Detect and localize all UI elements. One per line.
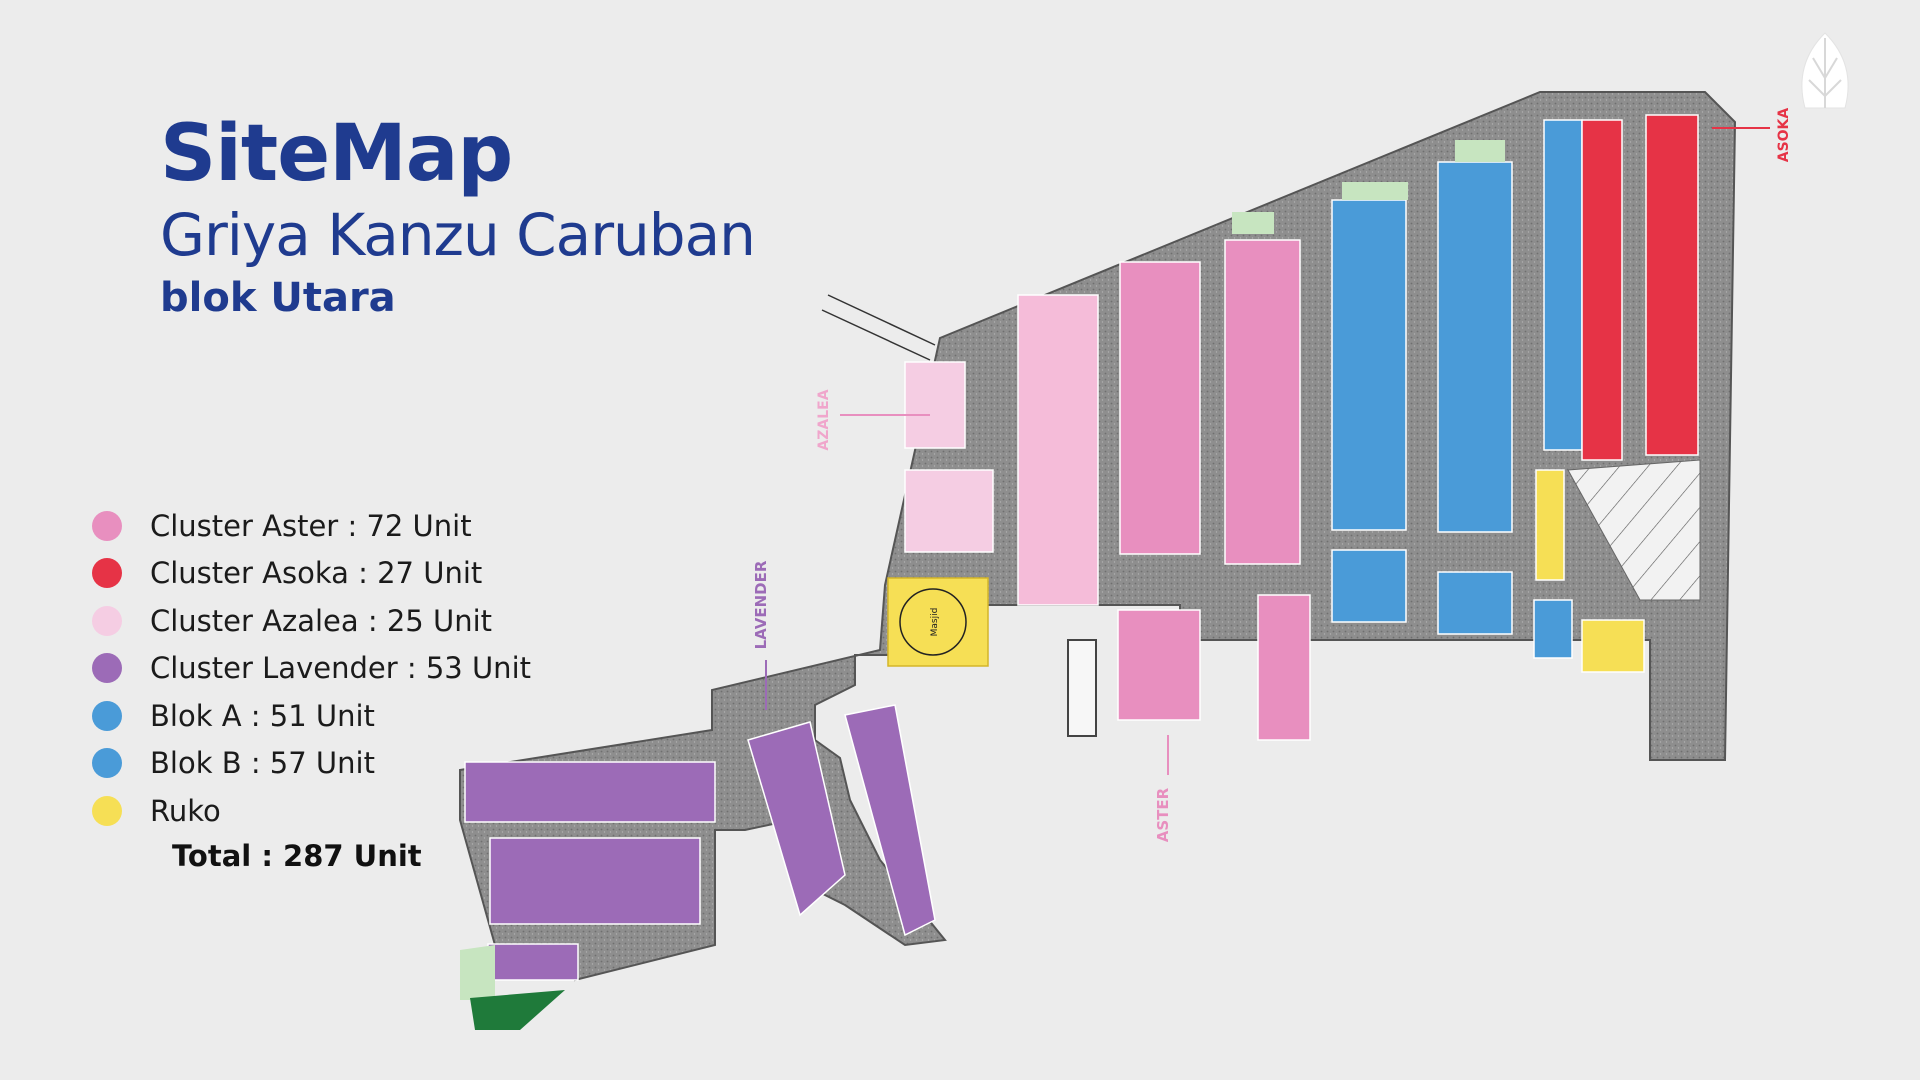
page-title: SiteMap [160, 109, 513, 199]
legend-swatch [92, 605, 122, 636]
legend-total: Total : 287 Unit [172, 838, 422, 873]
lavender-block [489, 837, 701, 925]
aster-column [1224, 239, 1301, 565]
legend-swatch [92, 700, 122, 731]
green-space [1342, 182, 1408, 200]
azalea-block [904, 361, 966, 449]
green-space [1067, 639, 1097, 737]
lavender-block [464, 761, 716, 823]
legend-label: Ruko [150, 793, 221, 828]
azalea-block [904, 469, 994, 553]
lavender-direction-label: LAVENDER [752, 560, 770, 649]
masjid-label: Masjid [930, 608, 940, 637]
ruko-block [1535, 469, 1565, 581]
aster-direction-label: ASTER [1154, 787, 1172, 842]
legend-item-blok-a: Blok A : 51 Unit [92, 692, 531, 740]
azalea-direction-label: AZALEA [816, 389, 832, 450]
green-space [1455, 140, 1505, 162]
ruko-block [1581, 619, 1645, 673]
legend-label: Blok A : 51 Unit [150, 698, 375, 733]
legend-swatch [92, 558, 122, 589]
page-subtitle: Griya Kanzu Caruban [160, 201, 756, 269]
blok-a-column [1437, 161, 1513, 533]
asoka-column [1581, 119, 1623, 461]
legend-swatch [92, 510, 122, 541]
asoka-column [1645, 114, 1699, 456]
blok-b-column [1331, 549, 1407, 623]
legend-label: Cluster Aster : 72 Unit [150, 508, 472, 543]
legend-swatch [92, 748, 122, 779]
legend-label: Cluster Azalea : 25 Unit [150, 603, 493, 638]
green-space [1232, 212, 1274, 234]
legend-label: Cluster Asoka : 27 Unit [150, 556, 483, 591]
legend-swatch [92, 795, 122, 826]
masjid-area [887, 577, 989, 667]
access-road-line [821, 309, 931, 361]
access-road-line [827, 294, 936, 346]
open-area-hatched [1567, 459, 1701, 601]
legend: Cluster Aster : 72 Unit Cluster Asoka : … [92, 502, 531, 873]
legend-item-blok-b: Blok B : 57 Unit [92, 740, 531, 788]
title-block: SiteMap Griya Kanzu Caruban blok Utara [160, 109, 756, 324]
legend-item-asoka: Cluster Asoka : 27 Unit [92, 550, 531, 598]
green-space [470, 990, 565, 1030]
legend-swatch [92, 653, 122, 684]
aster-column [1017, 294, 1099, 606]
legend-label: Cluster Lavender : 53 Unit [150, 651, 531, 686]
blok-b-column [1331, 199, 1407, 531]
lavender-block [487, 943, 579, 981]
lavender-block [747, 721, 846, 917]
legend-item-azalea: Cluster Azalea : 25 Unit [92, 597, 531, 645]
brand-logo-icon [1801, 32, 1849, 109]
aster-column [1119, 261, 1201, 555]
legend-item-lavender: Cluster Lavender : 53 Unit [92, 645, 531, 693]
blok-a-block [1533, 599, 1573, 659]
legend-item-aster: Cluster Aster : 72 Unit [92, 502, 531, 550]
asoka-direction-label: ASOKA [1776, 108, 1792, 163]
legend-label: Blok B : 57 Unit [150, 746, 375, 781]
masjid-dome [899, 588, 967, 656]
aster-block-south [1257, 594, 1311, 741]
legend-item-ruko: Ruko [92, 787, 531, 835]
aster-block-south [1117, 609, 1201, 721]
blok-a-column [1437, 571, 1513, 635]
lavender-block [844, 704, 936, 937]
block-label: blok Utara [160, 274, 396, 321]
green-space [460, 945, 495, 1000]
blok-a-column [1543, 119, 1583, 451]
